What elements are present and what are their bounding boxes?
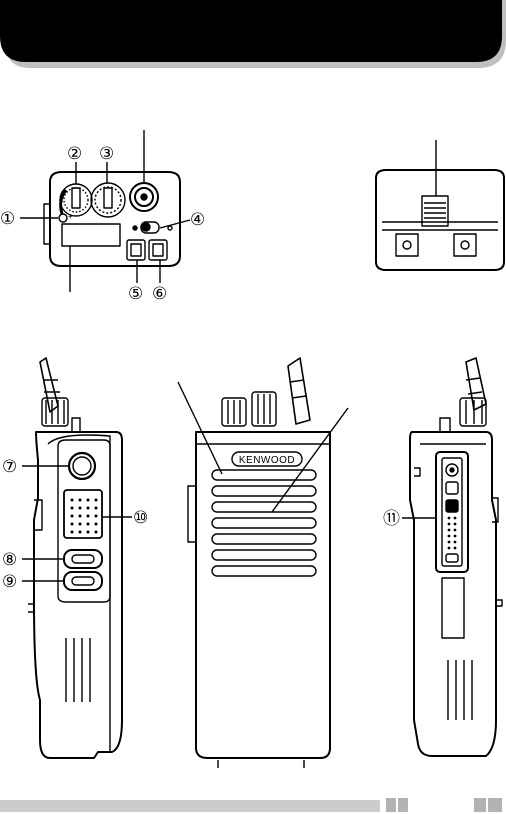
connector-pins (448, 517, 457, 550)
left-side-view (22, 358, 132, 758)
callout-10: ⑩ (133, 508, 148, 527)
side-button-upper (64, 550, 102, 568)
bottom-slot-left (396, 234, 418, 256)
brand-label: KENWOOD (239, 455, 295, 466)
footer-bar (0, 796, 506, 814)
callout-5: ⑤ (128, 284, 143, 303)
footer-block-3 (474, 798, 486, 812)
speaker-grille (212, 470, 316, 576)
callout-7: ⑦ (2, 457, 17, 476)
bottom-slot-right (454, 234, 476, 256)
led-indicator (59, 214, 67, 222)
right-side-body (410, 432, 496, 756)
channel-knob-grip (104, 188, 112, 208)
left-side-body (34, 432, 122, 758)
top-button-b (149, 240, 167, 260)
callout-3: ③ (99, 144, 114, 163)
front-antenna (288, 358, 310, 424)
callout-6: ⑥ (152, 284, 167, 303)
side-keypad-dots (71, 499, 98, 534)
front-body (196, 432, 330, 758)
callout-2: ② (67, 144, 82, 163)
bottom-view (376, 140, 504, 270)
callout-11: ⑪ (383, 509, 400, 528)
front-view (178, 358, 348, 768)
svg-text:+: + (68, 212, 73, 221)
right-side-view (402, 358, 502, 756)
volume-knob-grip (72, 188, 80, 208)
bottom-panel-outline (376, 170, 504, 270)
callout-1: ① (0, 209, 15, 228)
callout-8: ⑧ (2, 550, 17, 569)
volume-knob (60, 184, 92, 216)
callout-9: ⑨ (2, 572, 17, 591)
right-antenna (466, 358, 486, 410)
top-label-window (62, 224, 120, 246)
footer-block-1 (386, 798, 396, 812)
callout-4: ④ (190, 210, 205, 229)
top-button-a (127, 240, 145, 260)
side-button-lower (64, 572, 102, 590)
footer-block-2 (398, 798, 408, 812)
footer-block-4 (488, 798, 502, 812)
footer-bar-fill (0, 800, 380, 812)
